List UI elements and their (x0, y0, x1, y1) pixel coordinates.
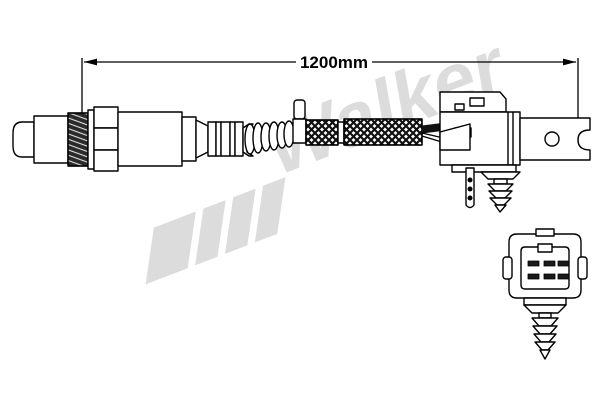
vent-tube (292, 99, 307, 144)
fir-tree-clip (480, 171, 521, 213)
sensor-assembly (12, 99, 471, 172)
retaining-strap (465, 167, 475, 209)
spring-boot (242, 120, 295, 157)
inset-wing-right (577, 256, 588, 280)
body-taper (195, 119, 209, 159)
inset-pins (527, 260, 570, 280)
inset-base (523, 297, 567, 306)
braid-sleeve-short (305, 119, 339, 146)
connector-face-inset (502, 228, 588, 360)
flange-washer (87, 109, 95, 170)
ribbed-collar (207, 121, 244, 157)
inset-pin-housing (520, 246, 570, 290)
braid-gap-band (337, 121, 345, 144)
protection-shield (33, 115, 69, 164)
braid-sleeve-long (343, 118, 423, 146)
inset-top-tab (535, 228, 555, 237)
sensor-body (117, 111, 183, 167)
dimension-arrow-left (84, 58, 97, 66)
inset-fir-tree-clip (523, 304, 567, 360)
main-connector (439, 91, 591, 213)
inset-keyway (537, 243, 553, 253)
connector-bottom-plate (451, 164, 517, 173)
latch-window-small (454, 103, 465, 111)
watermark-stripes (145, 177, 286, 285)
dimension-line-group (81, 58, 579, 150)
hex-nut (93, 106, 119, 172)
body-step (181, 116, 197, 162)
inset-wing-left (502, 256, 513, 280)
dimension-label: 1200mm (300, 53, 368, 72)
latch-window (469, 97, 485, 107)
dimension-arrow-right (563, 58, 576, 66)
mounting-hole (544, 131, 560, 147)
threaded-section (67, 112, 89, 167)
connector-wire-shroud (439, 123, 471, 151)
sensor-tip (12, 121, 35, 158)
